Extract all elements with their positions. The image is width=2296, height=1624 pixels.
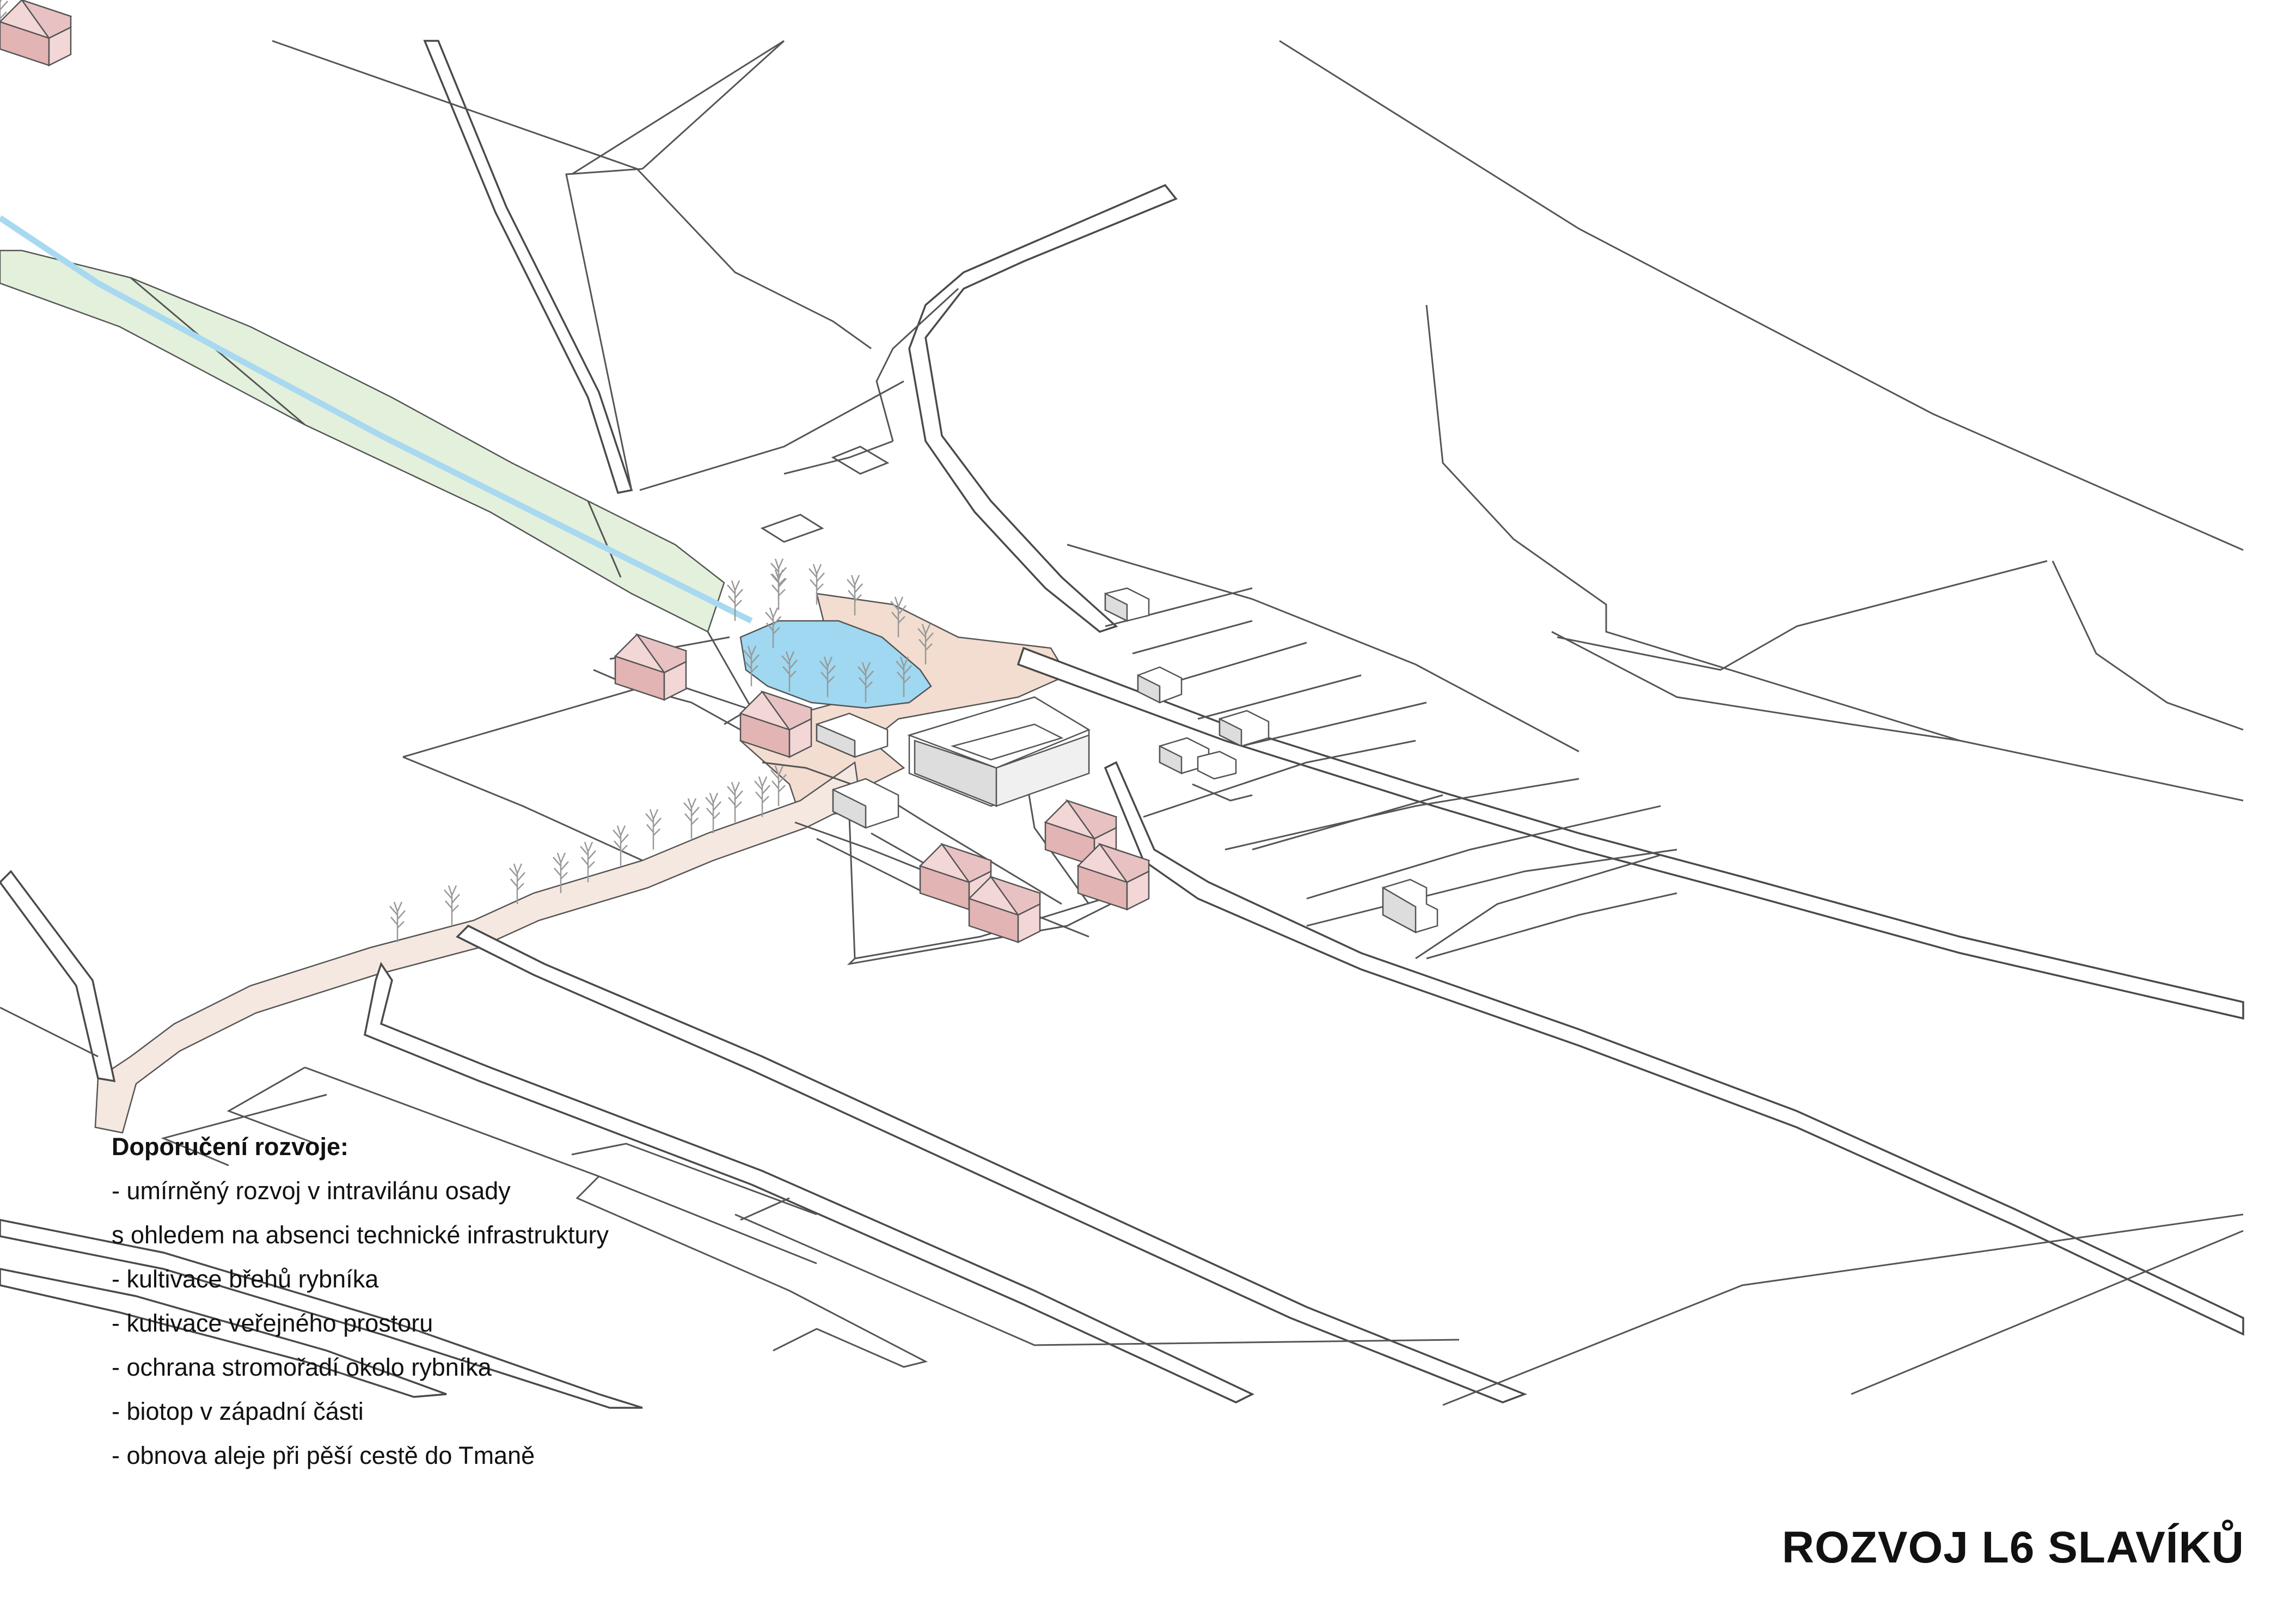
tree-row	[0, 0, 934, 704]
list-item: - umírněný rozvoj v intravilánu osady	[112, 1177, 511, 1205]
road-east	[1017, 646, 2244, 1020]
pond	[739, 620, 932, 709]
new-houses	[0, 0, 1150, 943]
public-space-area	[739, 593, 1068, 818]
road-far-south	[0, 1219, 643, 1409]
list-item: - kultivace veřejného prostoru	[112, 1309, 433, 1337]
page-title: ROZVOJ L6 SLAVÍKŮ	[1781, 1523, 2244, 1572]
biotope-zone	[0, 249, 725, 633]
outline-object	[831, 445, 890, 475]
list-item: - kultivace břehů rybníka	[112, 1265, 379, 1293]
existing-buildings	[816, 587, 1438, 934]
stream	[0, 215, 753, 624]
outline-object	[760, 514, 824, 543]
recommendations-heading: Doporučení rozvoje:	[112, 1133, 349, 1161]
list-item: - obnova aleje při pěší cestě do Tmaně	[112, 1442, 535, 1469]
road-northeast	[908, 184, 1178, 633]
road-north	[423, 40, 633, 494]
list-item: - biotop v západní části	[112, 1397, 364, 1425]
development-recommendations: Doporučení rozvoje: - umírněný rozvoj v …	[112, 1125, 609, 1478]
list-item: - ochrana stromořadí okolo rybníka	[112, 1353, 492, 1381]
road-west-curve	[0, 870, 116, 1083]
parcel-boundaries	[0, 40, 2244, 1406]
list-item: s ohledem na absenci technické infrastru…	[112, 1221, 609, 1249]
road-southwest-parallel	[363, 962, 1254, 1403]
road-south-west	[456, 924, 1527, 1403]
road-far-south-2	[0, 1268, 447, 1398]
recommendations-list: - umírněný rozvoj v intravilánu osady s …	[112, 1169, 609, 1478]
road-southeast	[1104, 761, 2244, 1336]
